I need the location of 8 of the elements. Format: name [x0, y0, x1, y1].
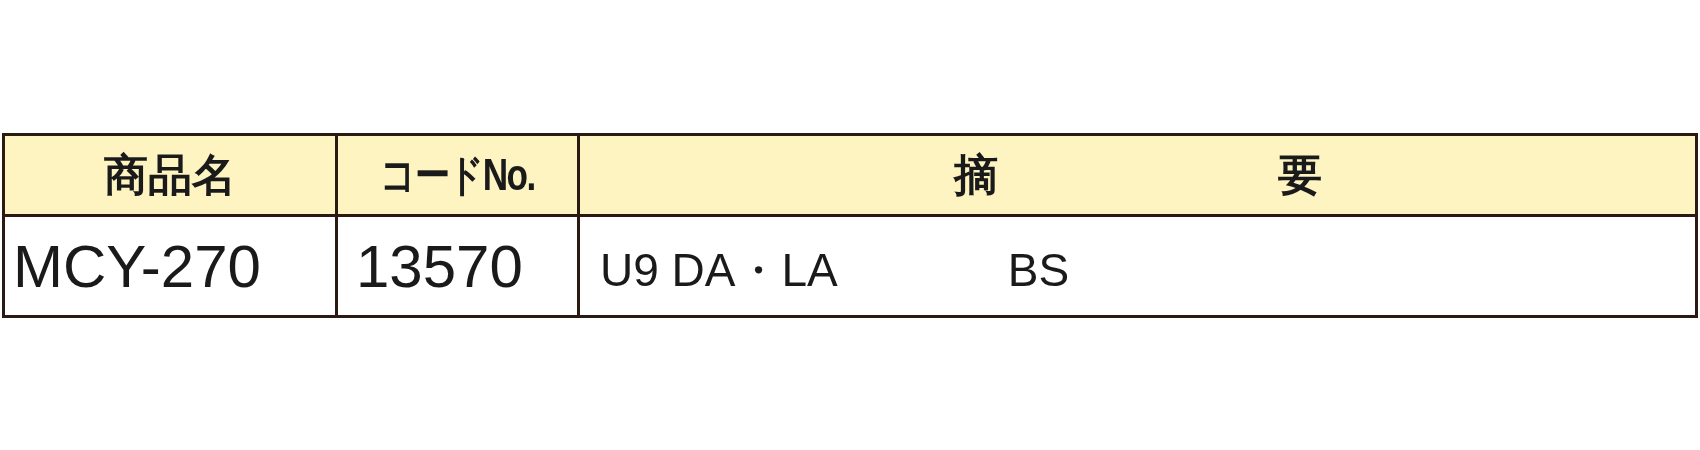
table-cell-text: MCY-270: [12, 231, 261, 301]
column-header: 摘: [953, 148, 998, 201]
column-header: 要: [1277, 148, 1322, 201]
table-cell-text: 13570: [355, 231, 523, 301]
table-cell-text: U9 DA・LA: [599, 242, 838, 298]
table-cell-text: BS: [1007, 242, 1070, 297]
column-header: コードNo.: [380, 148, 535, 201]
column-header: 商品名: [104, 148, 236, 201]
